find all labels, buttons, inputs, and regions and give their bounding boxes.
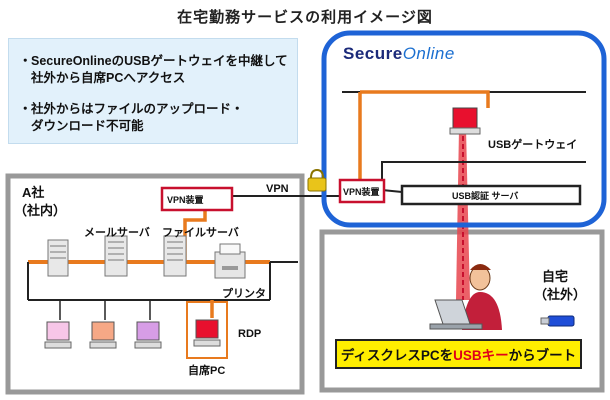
pc-icon: [44, 321, 72, 349]
so-orange-top: [360, 90, 490, 108]
pc-icon: [193, 319, 221, 347]
laptop-icon: [429, 299, 483, 330]
server-icon: [163, 235, 187, 277]
printer-icon: [214, 243, 246, 279]
secureonline-border: [321, 30, 607, 228]
boot-text-3: からブート: [508, 348, 577, 363]
vpn-device-b: [338, 178, 386, 204]
usb-auth-server-label: USB認証 サーバ: [452, 191, 519, 201]
boot-text-1: ディスクレスPCを: [340, 348, 454, 363]
printer-label: プリンタ: [222, 288, 266, 300]
company-label: A社: [22, 185, 45, 200]
note-text: 社外からはファイルのアップロード・ ダウンロード不可能: [31, 102, 244, 133]
home-sublabel: （社外）: [534, 287, 587, 302]
usb-key-icon: [540, 315, 575, 327]
file-server-label: ファイルサーバ: [162, 227, 239, 239]
own-pc-highlight: [186, 301, 228, 359]
note-bullet: ・: [19, 102, 32, 116]
secureonline-logo: SecureOnline: [343, 44, 455, 64]
diagram-title: 在宅勤務サービスの利用イメージ図: [177, 9, 433, 26]
note-text: SecureOnlineのUSBゲートウェイを中継して 社外から自席PCへアクセ…: [31, 54, 288, 85]
usb-gateway-label: USBゲートウェイ: [488, 139, 578, 151]
rdp-beam: [456, 128, 470, 300]
server-icon: [47, 239, 69, 277]
pc-icon: [89, 321, 117, 349]
mail-server-label: メールサーバ: [84, 227, 150, 239]
company-sublabel: （社内）: [14, 203, 67, 218]
usb-auth-server-bar: [400, 184, 582, 206]
rdp-label: RDP: [238, 328, 262, 340]
boot-text-usb: USBキー: [453, 348, 509, 363]
vpn-device-a: [160, 186, 234, 212]
logo-secure: Secure: [343, 44, 403, 63]
server-icon: [104, 235, 128, 277]
vpn-label: VPN: [266, 183, 289, 195]
person-icon: [462, 264, 502, 330]
pc-icon: [134, 321, 162, 349]
logo-online: Online: [402, 44, 455, 63]
pc-icon: [449, 107, 481, 135]
company-a-box: [5, 173, 305, 395]
home-label: 自宅: [542, 269, 569, 284]
own-pc-label: 自席PC: [188, 365, 226, 377]
vpn-device-b-label: VPN装置: [343, 187, 380, 197]
note-bullet: ・: [19, 54, 32, 68]
vpn-device-a-label: VPN装置: [167, 195, 204, 205]
lock-icon: [307, 168, 327, 192]
notes-box: ・ SecureOnlineのUSBゲートウェイを中継して 社外から自席PCへア…: [8, 38, 298, 144]
